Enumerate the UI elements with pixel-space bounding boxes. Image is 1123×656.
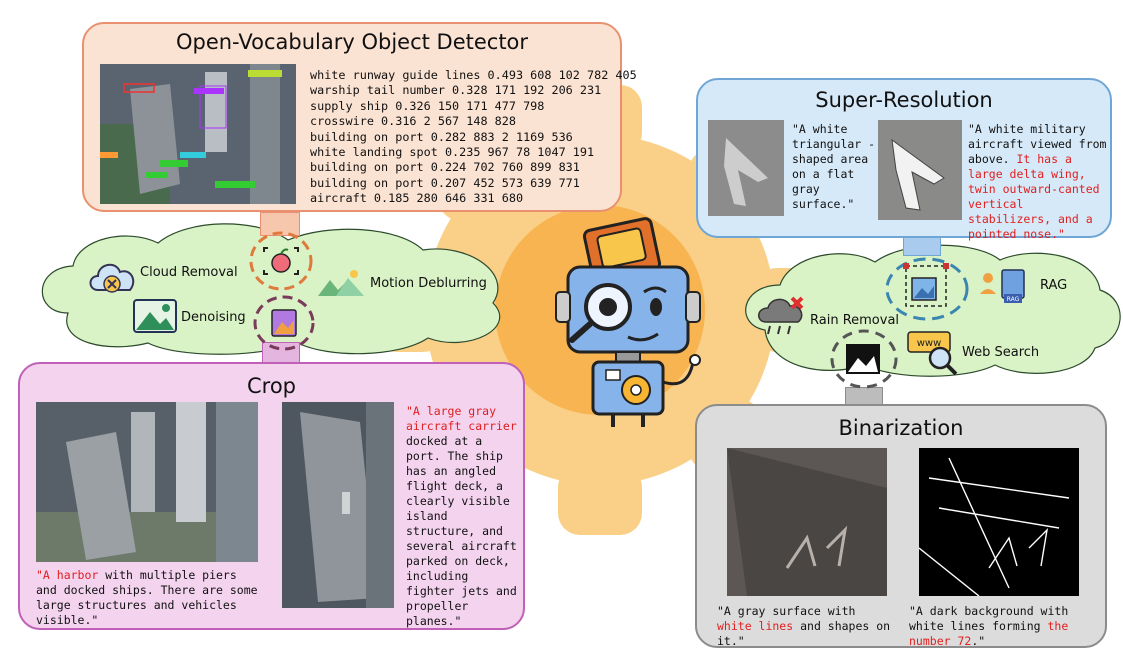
bin-caption-left-a: "A gray surface with [717, 604, 856, 618]
image-tool-icon[interactable] [252, 294, 316, 352]
web-search-label: Web Search [962, 345, 1040, 360]
detection-line: warship tail number 0.328 171 192 206 23… [310, 83, 602, 98]
crop-tool-icon[interactable] [248, 230, 314, 292]
detection-line: building on port 0.282 883 2 1169 536 [310, 129, 573, 144]
detector-title: Open-Vocabulary Object Detector [175, 30, 529, 54]
crop-panel: Crop "A harbor with multiple piers and d… [18, 362, 525, 630]
bin-caption-right-a: "A dark background with white lines form… [909, 604, 1069, 633]
rag-icon: RAG [980, 269, 1025, 303]
crop-caption-right-highlight: "A large gray aircraft carrier [406, 404, 517, 433]
robot-mascot [555, 217, 701, 427]
detector-panel: Open-Vocabulary Object Detector white ru… [82, 22, 637, 212]
sr-caption-left: "A white triangular -shaped area on a fl… [792, 122, 876, 211]
crop-caption-left-text: with multiple piers and docked ships. Th… [36, 568, 258, 627]
sr-lowres-image [708, 120, 784, 216]
detection-line: building on port 0.207 452 573 639 771 [310, 175, 580, 190]
crop-caption-right: "A large gray aircraft carrier docked at… [406, 404, 518, 629]
right-tool-cloud [745, 244, 1121, 377]
denoising-label: Denoising [181, 310, 246, 325]
rain-removal-icon [758, 296, 804, 335]
bin-caption-right-b: ." [971, 634, 986, 648]
crop-caption-right-text: docked at a port. The ship has an angled… [406, 434, 517, 628]
detection-line: building on port 0.224 702 760 899 831 [310, 160, 580, 175]
cloud-removal-label: Cloud Removal [140, 265, 238, 280]
rain-removal-label: Rain Removal [810, 313, 900, 328]
motion-deblurring-label: Motion Deblurring [370, 276, 487, 291]
detection-line: aircraft 0.185 280 646 331 680 [310, 191, 524, 206]
crop-caption-left: "A harbor with multiple piers and docked… [36, 568, 262, 628]
detection-line: white runway guide lines 0.493 608 102 7… [310, 68, 637, 82]
bin-caption-left-b: and shapes on it." [717, 619, 891, 648]
detection-line: supply ship 0.326 150 171 477 798 [310, 98, 545, 113]
detector-satellite-image [100, 64, 296, 204]
binarization-output-image [919, 448, 1079, 596]
crop-zoomed-image [282, 402, 394, 608]
super-resolution-title: Super-Resolution [815, 88, 993, 112]
binarization-source-image [727, 448, 887, 596]
bin-caption-right-highlight: the number 72 [909, 619, 1069, 648]
binarization-caption-right: "A dark background with white lines form… [909, 604, 1105, 649]
binarization-title: Binarization [838, 416, 964, 440]
detection-line: white landing spot 0.235 967 78 1047 191 [310, 145, 595, 160]
super-resolution-tool-icon[interactable] [884, 256, 970, 322]
binarization-tool-icon[interactable] [828, 328, 900, 390]
motion-deblurring-icon [318, 270, 364, 296]
detector-results: white runway guide lines 0.493 608 102 7… [310, 68, 637, 207]
super-resolution-panel: Super-Resolution "A white triangular -sh… [696, 78, 1112, 241]
web-search-icon-text: www [917, 338, 942, 349]
sr-caption-right: "A white military aircraft viewed from a… [968, 122, 1108, 242]
crop-full-image [36, 402, 258, 562]
sr-caption-right-highlight: It has a large delta wing, twin outward-… [968, 152, 1100, 241]
bin-caption-left-highlight: white lines [717, 619, 794, 633]
rag-icon-badge: RAG [1007, 296, 1020, 303]
crop-title: Crop [246, 374, 296, 398]
crop-caption-left-highlight: "A harbor [36, 568, 99, 582]
sr-caption-right-text: "A white military aircraft viewed from a… [968, 122, 1107, 166]
rag-label: RAG [1040, 278, 1068, 293]
cloud-removal-icon [89, 263, 135, 293]
connector-sr [903, 236, 941, 256]
web-search-icon: www [907, 331, 958, 376]
denoising-icon [133, 299, 177, 333]
sr-highres-image [878, 120, 962, 220]
binarization-panel: Binarization "A gray surface with white … [695, 404, 1107, 648]
detection-line: crosswire 0.316 2 567 148 828 [310, 114, 516, 129]
binarization-caption-left: "A gray surface with white lines and sha… [717, 604, 897, 649]
